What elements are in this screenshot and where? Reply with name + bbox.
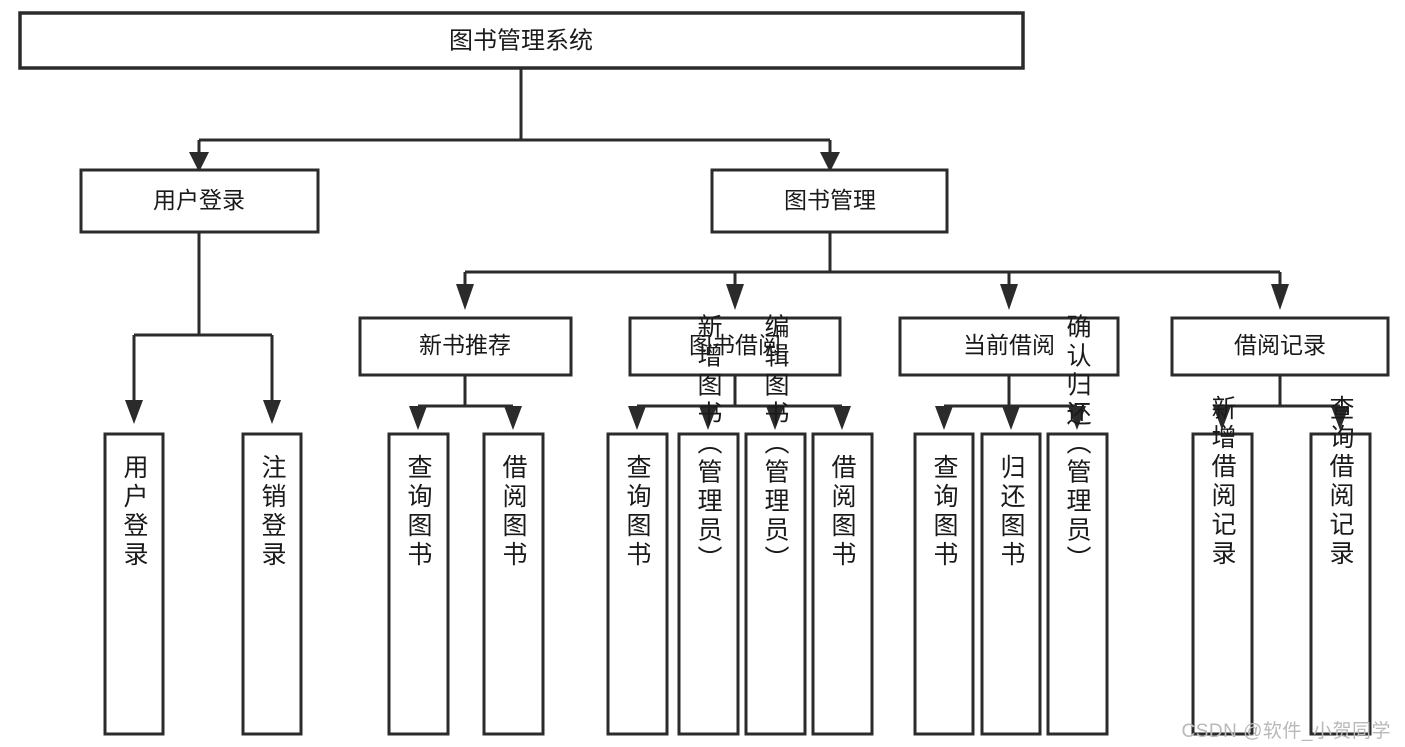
leaf-bb-add-book-box[interactable] xyxy=(677,432,740,736)
leaf-bb-borrow-book-label: 借阅图书 xyxy=(828,454,857,570)
arrowhead-bb-query-book xyxy=(628,406,646,430)
node-current-borrow-box[interactable] xyxy=(898,316,1120,377)
leaf-cb-confirm-return-label: 确认归还（管理员） xyxy=(1063,314,1092,575)
leaf-cb-query-book-label: 查询图书 xyxy=(930,454,959,570)
node-book-manage-box[interactable] xyxy=(710,168,949,234)
leaf-user-login-label: 用户登录 xyxy=(120,454,149,570)
leaf-cb-return-book-label: 归还图书 xyxy=(997,454,1026,570)
leaf-nb-query-book[interactable]: 查询图书 xyxy=(387,432,450,736)
node-current-borrow[interactable]: 当前借阅 xyxy=(898,316,1120,377)
arrowhead-leaf-user-login xyxy=(125,400,143,424)
leaf-cb-query-book[interactable]: 查询图书 xyxy=(913,432,975,736)
arrowhead-leaf-logout xyxy=(263,400,281,424)
node-book-manage[interactable]: 图书管理 xyxy=(710,168,949,234)
node-user-login[interactable]: 用户登录 xyxy=(79,168,320,234)
leaf-cb-return-book-box[interactable] xyxy=(980,432,1042,736)
leaf-bb-edit-book[interactable]: 编辑图书（管理员） xyxy=(744,314,807,736)
leaf-user-login[interactable]: 用户登录 xyxy=(103,432,165,736)
node-new-book-recommend-box[interactable] xyxy=(358,316,573,377)
node-user-login-label: 用户登录 xyxy=(153,187,245,213)
leaf-cb-return-book[interactable]: 归还图书 xyxy=(980,432,1042,736)
leaf-br-query-record[interactable]: 查询借阅记录 xyxy=(1309,395,1372,736)
node-book-borrow[interactable]: 图书借阅 xyxy=(628,316,842,377)
leaf-br-query-record-label: 查询借阅记录 xyxy=(1326,395,1355,569)
leaf-cb-query-book-box[interactable] xyxy=(913,432,975,736)
arrowhead-book-borrow xyxy=(726,284,744,310)
node-book-manage-label: 图书管理 xyxy=(784,187,876,213)
arrowhead-cb-query-book xyxy=(935,406,953,430)
arrowhead-br-add-record xyxy=(1213,406,1231,430)
node-current-borrow-label: 当前借阅 xyxy=(963,332,1055,358)
leaf-nb-borrow-book-label: 借阅图书 xyxy=(499,454,528,570)
leaf-nb-borrow-book-box[interactable] xyxy=(482,432,545,736)
leaf-user-login-box[interactable] xyxy=(103,432,165,736)
node-borrow-record-label: 借阅记录 xyxy=(1234,332,1326,358)
leaf-cb-confirm-return[interactable]: 确认归还（管理员） xyxy=(1046,314,1109,736)
arrowhead-nb-borrow-book xyxy=(504,406,522,430)
leaf-nb-query-book-label: 查询图书 xyxy=(404,454,433,570)
arrowhead-bb-add-book xyxy=(699,406,717,430)
node-root-box[interactable] xyxy=(18,11,1025,70)
watermark-csdn: CSDN @软件_小贺同学 xyxy=(1181,721,1391,742)
leaf-cb-confirm-return-box[interactable] xyxy=(1046,432,1109,736)
arrowhead-cb-return-book xyxy=(1002,406,1020,430)
leaf-bb-query-book-box[interactable] xyxy=(606,432,669,736)
leaf-logout-box[interactable] xyxy=(241,432,303,736)
node-borrow-record-box[interactable] xyxy=(1170,316,1390,377)
leaf-bb-query-book-label: 查询图书 xyxy=(623,454,652,570)
arrowhead-current-borrow xyxy=(1000,284,1018,310)
node-new-book-recommend[interactable]: 新书推荐 xyxy=(358,316,573,377)
node-book-borrow-label: 图书借阅 xyxy=(689,332,781,358)
arrowhead-new-book xyxy=(456,284,474,310)
node-user-login-box[interactable] xyxy=(79,168,320,234)
arrowhead-book-manage xyxy=(820,152,840,172)
leaf-br-add-record-box[interactable] xyxy=(1191,432,1254,736)
node-root[interactable]: 图书管理系统 xyxy=(18,11,1025,70)
leaf-bb-add-book[interactable]: 新增图书（管理员） xyxy=(677,314,740,736)
leaf-logout-label: 注销登录 xyxy=(258,454,287,570)
leaf-logout[interactable]: 注销登录 xyxy=(241,432,303,736)
leaf-bb-borrow-book[interactable]: 借阅图书 xyxy=(811,432,874,736)
leaf-bb-edit-book-box[interactable] xyxy=(744,432,807,736)
arrowhead-bb-edit-book xyxy=(766,406,784,430)
arrowhead-borrow-record xyxy=(1271,284,1289,310)
leaf-bb-edit-book-label: 编辑图书（管理员） xyxy=(761,314,790,575)
leaf-bb-borrow-book-box[interactable] xyxy=(811,432,874,736)
leaf-br-query-record-box[interactable] xyxy=(1309,432,1372,736)
arrowhead-user-login xyxy=(189,152,209,172)
leaf-bb-add-book-label: 新增图书（管理员） xyxy=(694,314,723,575)
node-new-book-recommend-label: 新书推荐 xyxy=(419,332,511,358)
node-book-borrow-box[interactable] xyxy=(628,316,842,377)
arrowhead-bb-borrow-book xyxy=(833,406,851,430)
node-root-label: 图书管理系统 xyxy=(449,27,593,54)
arrowhead-cb-confirm-return xyxy=(1068,406,1086,430)
leaf-br-add-record-label: 新增借阅记录 xyxy=(1208,395,1237,569)
leaf-bb-query-book[interactable]: 查询图书 xyxy=(606,432,669,736)
node-borrow-record[interactable]: 借阅记录 xyxy=(1170,316,1390,377)
leaf-nb-query-book-box[interactable] xyxy=(387,432,450,736)
leaf-br-add-record[interactable]: 新增借阅记录 xyxy=(1191,395,1254,736)
arrowhead-nb-query-book xyxy=(409,406,427,430)
connector-layer xyxy=(125,68,1349,430)
arrowhead-br-query-record xyxy=(1331,406,1349,430)
leaf-nb-borrow-book[interactable]: 借阅图书 xyxy=(482,432,545,736)
